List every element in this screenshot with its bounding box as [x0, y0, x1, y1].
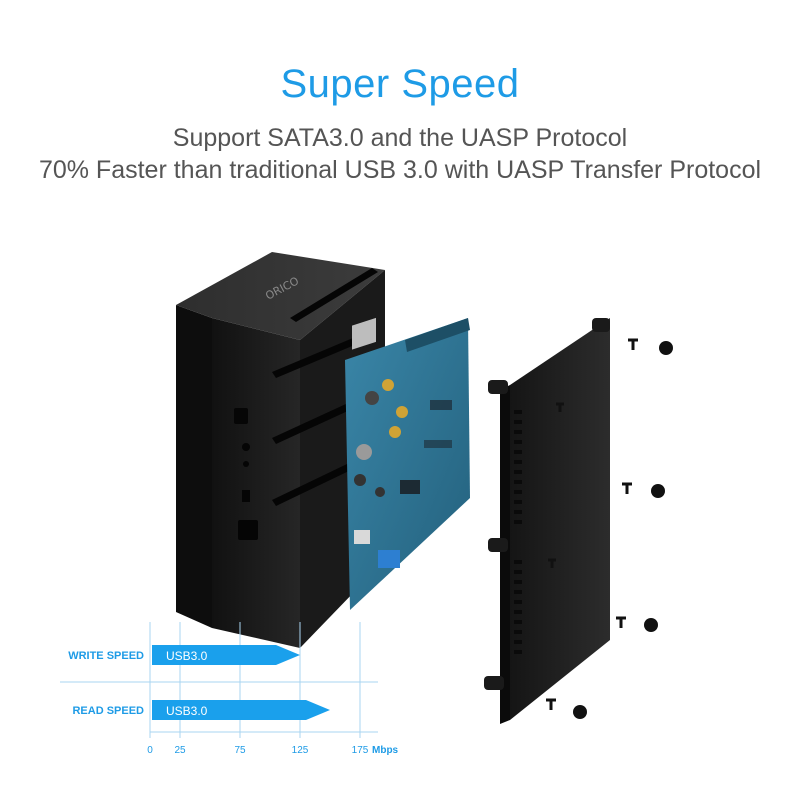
x-tick-label: 125 [292, 745, 309, 756]
back-cover [484, 318, 610, 724]
x-tick-label: 75 [234, 745, 246, 756]
screws [546, 338, 673, 719]
x-tick-label: 0 [147, 745, 153, 756]
x-tick-label: 25 [174, 745, 186, 756]
category-label: WRITE SPEED [68, 650, 144, 662]
bar-label: USB3.0 [166, 649, 208, 663]
subtitle-line-1: Support SATA3.0 and the UASP Protocol [172, 124, 628, 152]
bar-0 [152, 645, 300, 665]
pcb-board [345, 317, 470, 610]
x-unit-label: Mbps [372, 745, 399, 756]
bar-label: USB3.0 [166, 704, 208, 718]
category-label: READ SPEED [72, 705, 144, 717]
bar-1 [152, 700, 330, 720]
subtitle-line-2: 70% Faster than traditional USB 3.0 with… [38, 156, 762, 184]
page-title: Super Speed [280, 62, 520, 106]
chart-grid [60, 622, 378, 738]
x-tick-label: 175 [352, 745, 369, 756]
chart-bars [152, 645, 330, 720]
